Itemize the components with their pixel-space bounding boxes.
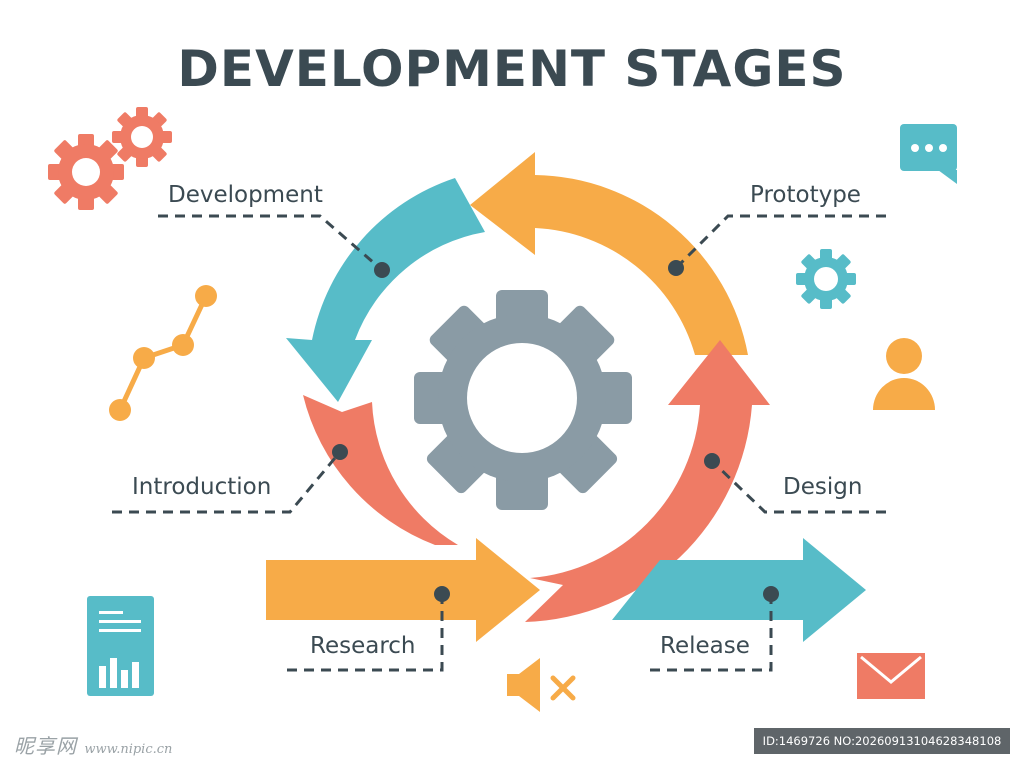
watermark-site: www.nipic.cn xyxy=(84,742,173,757)
stage-label-development: Development xyxy=(168,182,323,208)
stage-label-research: Research xyxy=(310,633,416,659)
arrow-release xyxy=(612,538,866,642)
watermark-brand: 昵享网 www.nipic.cn xyxy=(14,730,172,759)
stage-label-introduction: Introduction xyxy=(132,474,272,500)
watermark-id: ID:1469726 NO:20260913104628348108 xyxy=(754,728,1010,754)
center-gear-icon xyxy=(414,290,632,510)
document-chart-icon xyxy=(87,596,154,696)
page-title: DEVELOPMENT STAGES xyxy=(177,40,847,98)
arrow-design xyxy=(525,340,770,622)
user-icon xyxy=(873,338,935,410)
watermark-brand-text: 昵享网 xyxy=(14,734,77,758)
leader-dots xyxy=(332,260,779,602)
arrow-research xyxy=(266,538,540,642)
arrow-prototype xyxy=(470,152,748,355)
mail-icon xyxy=(857,653,925,699)
stage-label-prototype: Prototype xyxy=(750,182,861,208)
stage-label-design: Design xyxy=(783,474,863,500)
mute-icon xyxy=(507,658,576,712)
chat-bubble-icon xyxy=(900,124,957,184)
arrow-introduction xyxy=(303,395,458,545)
gears-icon xyxy=(48,107,172,210)
line-chart-icon xyxy=(109,285,217,421)
leader-lines xyxy=(112,214,886,672)
arrow-development xyxy=(286,178,485,402)
stage-label-release: Release xyxy=(660,633,750,659)
gear-icon xyxy=(796,249,856,309)
